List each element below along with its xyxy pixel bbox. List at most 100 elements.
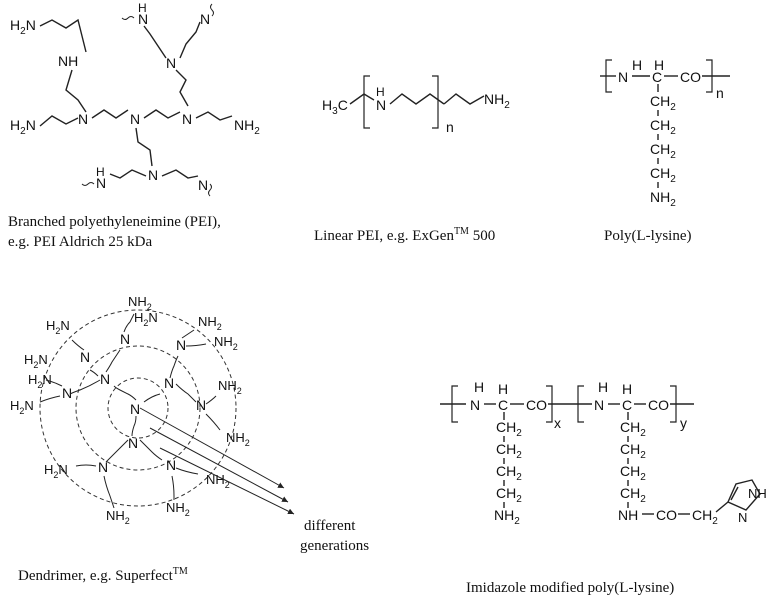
atom-nh2: NH2 [234,117,260,137]
atom-n: N [376,97,386,113]
atom-ch2: CH2 [650,93,676,113]
atom-c: C [622,397,632,413]
atom-n: N [618,69,628,85]
atom-h: H [622,381,632,397]
atom-n: N [470,397,480,413]
atom-ch2: CH2 [692,507,718,527]
label-different-generations: different [304,518,356,534]
atom-h: H [474,379,484,395]
label-generations: generations [300,538,369,554]
atom-n: N [166,55,176,71]
atom-n: N [62,385,72,401]
atom-nh2: NH2 [206,472,230,490]
atom-ch2: CH2 [496,441,522,461]
branched-pei-structure: H2N NH N H2N N N NH2 N N H N N N H N [8,1,260,250]
atom-n: N [200,11,210,27]
imidazole-ring [727,479,761,511]
atom-nh2: NH2 [198,314,222,332]
atom-n: N [198,177,208,193]
atom-ch2: CH2 [496,485,522,505]
generation-circle-2 [75,345,201,471]
atom-ch2: CH2 [650,141,676,161]
generation-circle-3 [39,309,237,507]
caption-dendrimer: Dendrimer, e.g. SuperfectTM [18,566,188,584]
atom-nh: NH [618,507,638,523]
atom-n: N [164,375,174,391]
atom-c: C [498,397,508,413]
subscript-n: n [716,85,724,101]
atom-nh: NH [748,486,767,501]
atom-n: N [98,459,108,475]
atom-ch2: CH2 [650,165,676,185]
atom-n: N [196,397,206,413]
atom-nh2: NH2 [218,378,242,396]
atom-nh2: NH2 [214,334,238,352]
atom-ch2: CH2 [496,419,522,439]
atom-h2n: H2N [44,462,68,480]
linear-pei-structure: H3C N H n NH2 Linear PEI, e.g. ExGenTM 5… [314,75,510,244]
dendrimer-structure: N N N N N N N N N N N NH2 H2N H2N NH2 NH… [10,294,369,584]
generation-arrow-2 [149,427,289,503]
atom-h3c: H3C [322,97,348,117]
atom-h: H [598,379,608,395]
atom-h: H [138,1,147,15]
atom-n: N [130,111,140,127]
atom-n-core: N [130,401,140,417]
atom-h2n: H2N [46,318,70,336]
atom-h: H [376,85,385,99]
atom-h2n: H2N [24,352,48,370]
atom-nh2: NH2 [166,500,190,518]
atom-nh2: NH2 [650,189,676,209]
atom-h2n: H2N [10,398,34,416]
atom-n: N [166,457,176,473]
caption-poly-lysine: Poly(L-lysine) [604,228,692,244]
atom-nh2: NH2 [106,508,130,526]
atom-c: C [652,69,662,85]
atom-nh: N [96,175,106,191]
atom-n: N [120,331,130,347]
atom-h2n: H2N [134,310,158,328]
generation-arrow-3 [159,447,295,515]
imidazole-poly-lysine-structure: H N H C CO x H N H C CO y CH2 CH2 CH2 CH… [440,379,767,596]
atom-n: N [78,111,88,127]
atom-n: N [738,510,747,525]
atom-h: H [632,57,642,73]
atom-n: N [128,435,138,451]
caption-branched-pei-example: e.g. PEI Aldrich 25 kDa [8,234,152,250]
atom-nh: NH [58,53,78,69]
atom-h2n: H2N [10,117,36,137]
atom-h2n: H2N [10,17,36,37]
atom-nh2: NH2 [128,294,152,312]
atom-nh2: NH2 [226,430,250,448]
generation-arrow-1 [139,407,285,489]
atom-n: N [182,111,192,127]
subscript-x: x [554,415,561,431]
poly-lysine-structure: H N H C CO n CH2 CH2 CH2 CH2 NH2 Poly(L-… [600,57,730,244]
atom-ch2: CH2 [496,463,522,483]
caption-imidazole-poly-lysine: Imidazole modified poly(L-lysine) [466,580,674,596]
atom-ch2: CH2 [620,419,646,439]
atom-h: H [96,165,105,179]
atom-n: N [148,167,158,183]
atom-co: CO [656,507,677,523]
generation-circle-1 [107,377,169,439]
atom-co: CO [648,397,669,413]
atom-h: H [498,381,508,397]
atom-n: N [80,349,90,365]
atom-nh-top: N [138,11,148,27]
caption-branched-pei: Branched polyethyleneimine (PEI), [8,214,221,230]
subscript-n: n [446,119,454,135]
atom-h2n: H2N [28,372,52,390]
atom-n: N [176,337,186,353]
atom-ch2: CH2 [620,485,646,505]
atom-ch2: CH2 [620,441,646,461]
atom-nh2: NH2 [494,507,520,527]
atom-n: N [594,397,604,413]
atom-co: CO [526,397,547,413]
subscript-y: y [680,415,687,431]
caption-linear-pei: Linear PEI, e.g. ExGenTM 500 [314,226,495,244]
atom-ch2: CH2 [620,463,646,483]
atom-h: H [654,57,664,73]
atom-co: CO [680,69,701,85]
atom-ch2: CH2 [650,117,676,137]
